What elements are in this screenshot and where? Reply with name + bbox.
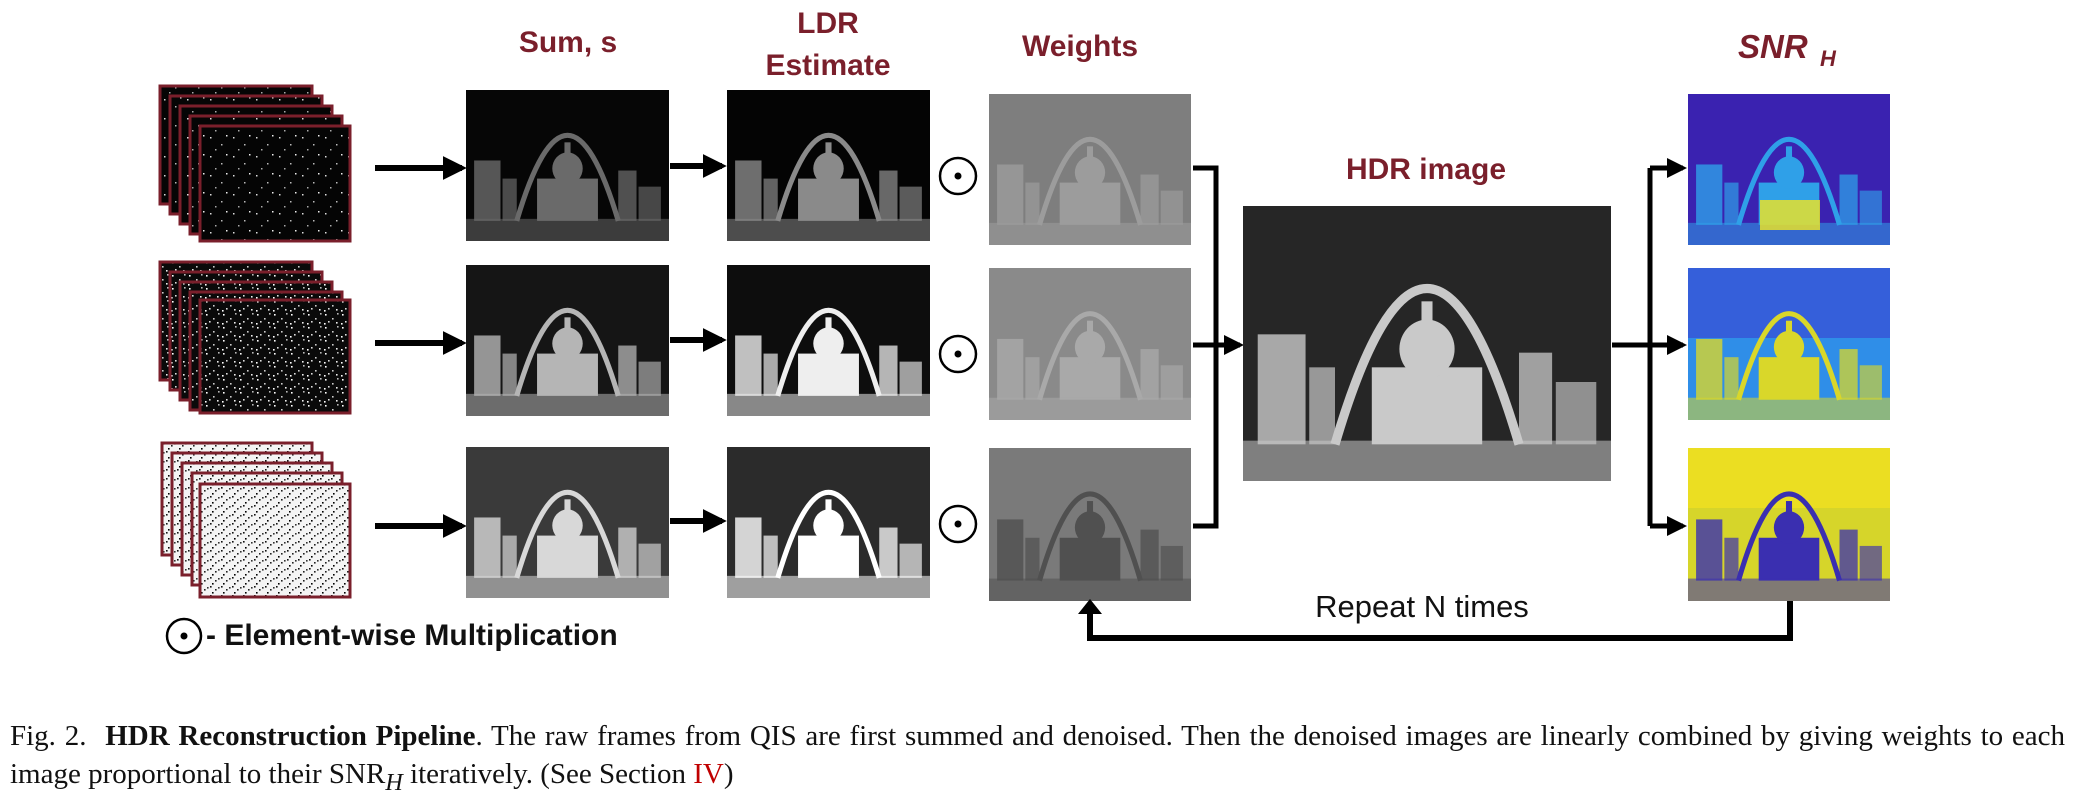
sum-image-row1 <box>466 90 669 241</box>
weights-image-row2 <box>989 268 1191 420</box>
split-arrow <box>1612 158 1687 536</box>
snr-text: SNR <box>1738 28 1808 65</box>
snr-map-row2 <box>1688 268 1890 420</box>
ldr-image-row2 <box>727 265 930 416</box>
label-snr: SNR H <box>1738 28 1837 71</box>
sum-image-row2 <box>466 265 669 416</box>
weights-image-row1 <box>989 94 1191 245</box>
caption-body-3: ) <box>723 758 734 790</box>
hdr-image <box>1243 206 1611 481</box>
snr-map-row1 <box>1688 94 1890 245</box>
raw-frames-row1 <box>158 84 352 243</box>
raw-frames-row3 <box>160 441 352 599</box>
label-hdr-image: HDR image <box>1346 153 1506 186</box>
caption-fig-number: Fig. 2. <box>10 720 87 752</box>
pipeline-figure: Sum, s LDR Estimate Weights HDR image SN… <box>158 7 1890 655</box>
caption-section-ref[interactable]: IV <box>693 758 724 790</box>
multiply-icon-row3 <box>938 504 978 544</box>
snr-subscript: H <box>1820 46 1837 71</box>
legend-text: - Element-wise Multiplication <box>206 619 618 652</box>
label-ldr-line1: LDR <box>797 7 859 40</box>
label-sum: Sum, s <box>519 26 617 59</box>
raw-frames-row2 <box>158 260 352 415</box>
weights-image-row3 <box>989 448 1191 601</box>
legend-element-wise: - Element-wise Multiplication <box>165 617 618 655</box>
caption-subscript: H <box>385 768 403 796</box>
merge-arrow <box>1193 165 1244 529</box>
ldr-image-row3 <box>727 447 930 598</box>
multiply-icon-row2 <box>938 334 978 374</box>
repeat-label: Repeat N times <box>1315 589 1529 624</box>
caption-body-2: iteratively. (See Section <box>402 758 694 790</box>
caption-body-1: . The raw frames from QIS are first summ… <box>10 720 2066 790</box>
sum-image-row3 <box>466 447 669 598</box>
caption-title: HDR Reconstruction Pipeline <box>105 720 476 752</box>
ldr-image-row1 <box>727 90 930 241</box>
multiply-icon-row1 <box>938 156 978 196</box>
snr-map-row3 <box>1688 448 1890 601</box>
repeat-loop-arrow <box>1078 599 1793 641</box>
label-weights: Weights <box>1022 30 1138 63</box>
label-ldr-line2: Estimate <box>765 49 890 82</box>
figure-caption: Fig. 2. HDR Reconstruction Pipeline. The… <box>10 717 2065 802</box>
